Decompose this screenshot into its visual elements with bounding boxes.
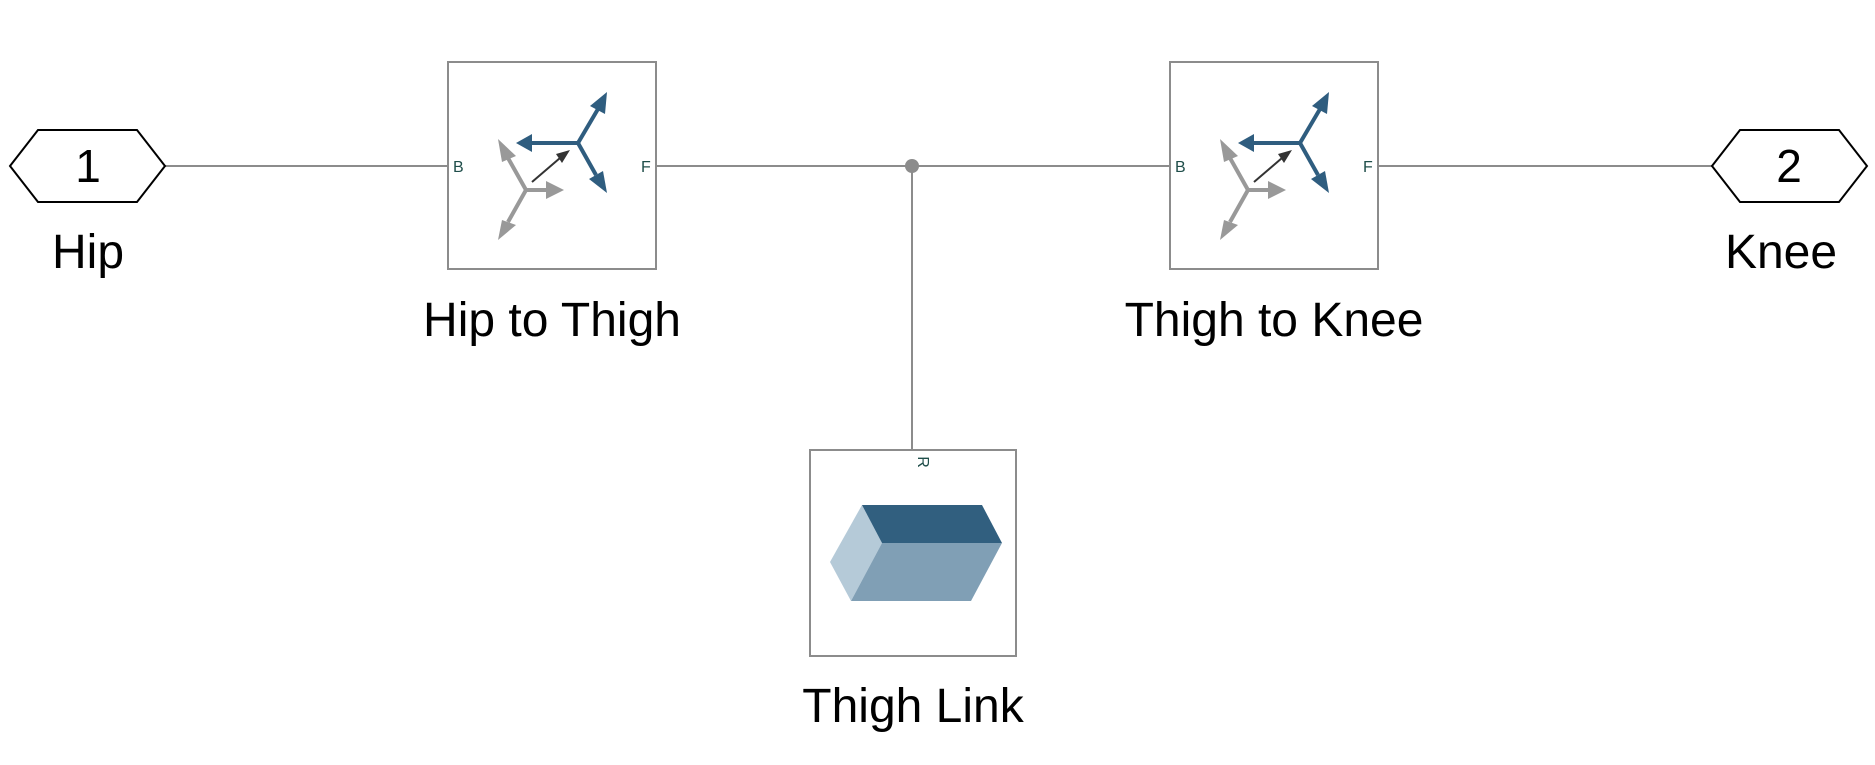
- hip-to-thigh-block[interactable]: B F Hip to Thigh: [423, 61, 681, 347]
- knee-port[interactable]: 2 Knee: [1710, 129, 1869, 279]
- hip-to-thigh-label: Hip to Thigh: [423, 294, 681, 347]
- thigh-to-knee-block[interactable]: B F Thigh to Knee: [1125, 61, 1424, 347]
- rigid-transform-icon: [1220, 92, 1329, 240]
- hip-port[interactable]: 1 Hip: [8, 129, 167, 279]
- hip-port-shape: [8, 129, 167, 203]
- knee-port-number: 2: [1776, 140, 1802, 192]
- thigh-to-knee-base-port[interactable]: B: [1175, 159, 1186, 176]
- hip-to-thigh-follower-port[interactable]: F: [641, 159, 651, 176]
- thigh-to-knee-label: Thigh to Knee: [1125, 294, 1424, 347]
- thigh-link-block[interactable]: R Thigh Link: [802, 449, 1025, 733]
- knee-port-shape: [1710, 129, 1869, 203]
- knee-port-label: Knee: [1725, 226, 1837, 279]
- brick-solid-icon: [830, 505, 1002, 601]
- hip-port-number: 1: [75, 140, 101, 192]
- rigid-transform-icon: [498, 92, 607, 240]
- thigh-link-ref-port[interactable]: R: [914, 456, 931, 468]
- hip-port-label: Hip: [52, 226, 124, 279]
- branch-point: [905, 159, 919, 173]
- thigh-to-knee-follower-port[interactable]: F: [1363, 159, 1373, 176]
- connections: [165, 159, 1712, 450]
- hip-to-thigh-base-port[interactable]: B: [453, 159, 464, 176]
- thigh-link-label: Thigh Link: [802, 680, 1024, 733]
